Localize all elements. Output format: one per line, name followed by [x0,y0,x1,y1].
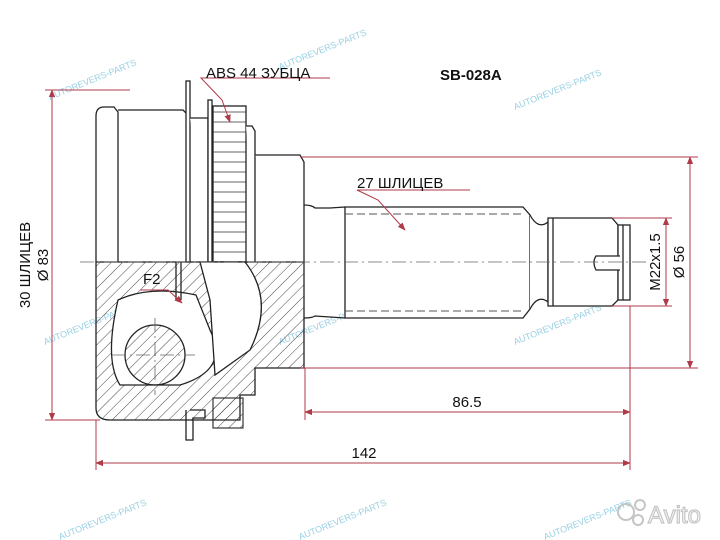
shaft [344,206,631,319]
watermark: AUTOREVERS-PARTS [297,497,388,540]
abs-label: ABS 44 ЗУБЦА [206,65,310,82]
seal-diameter-label: Ø 56 [671,246,688,279]
watermark: AUTOREVERS-PARTS [57,497,148,540]
shaft-length-label: 86.5 [452,394,481,411]
outer-diameter-label: Ø 83 [35,249,52,282]
thread-label: M22x1.5 [647,233,664,291]
watermark: AUTOREVERS-PARTS [512,67,603,111]
total-length-label: 142 [351,445,376,462]
avito-logo: Avito [617,499,702,530]
abs-teeth [213,111,246,253]
abs-ring [212,105,247,263]
watermark: AUTOREVERS-PARTS [47,57,138,101]
part-number: SB-028A [440,67,502,84]
inner-splines-label: 30 ШЛИЦЕВ [17,222,34,308]
avito-text: Avito [648,502,701,529]
shaft-splines-label: 27 ШЛИЦЕВ [357,175,443,192]
joint-outline [95,80,346,319]
f2-label: F2 [143,271,161,288]
dimension-lines [45,77,698,470]
section-view [95,261,305,441]
watermark: AUTOREVERS-PARTS [542,497,633,540]
